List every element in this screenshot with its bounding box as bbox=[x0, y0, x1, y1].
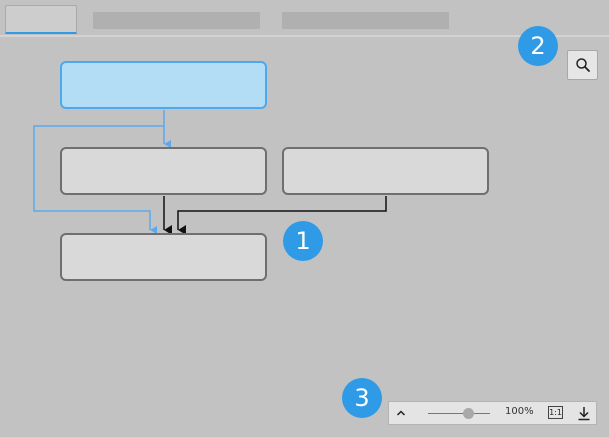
chevron-up-icon bbox=[396, 410, 406, 416]
actual-size-button[interactable]: 1:1 bbox=[548, 406, 563, 419]
edge-middle-right-to-bottom[interactable] bbox=[177, 196, 387, 235]
tab-bar bbox=[0, 0, 609, 37]
download-button[interactable] bbox=[576, 405, 592, 421]
tab-1[interactable] bbox=[5, 5, 77, 34]
download-icon bbox=[578, 406, 590, 420]
diagram-node-top[interactable] bbox=[60, 61, 267, 109]
zoom-toolbar: 100% 1:1 bbox=[388, 401, 597, 425]
zoom-slider-track[interactable] bbox=[428, 413, 490, 414]
zoom-level: 100% bbox=[505, 406, 534, 417]
edge-top-to-bottom[interactable] bbox=[33, 125, 164, 234]
collapse-button[interactable] bbox=[392, 405, 410, 421]
callout-badge-3: 3 bbox=[342, 378, 382, 418]
tab-divider bbox=[0, 35, 609, 37]
zoom-slider-thumb[interactable] bbox=[463, 408, 474, 419]
tab-3[interactable] bbox=[282, 12, 449, 29]
callout-badge-2: 2 bbox=[518, 26, 558, 66]
search-icon bbox=[575, 58, 590, 72]
diagram-node-bottom[interactable] bbox=[60, 233, 267, 281]
diagram-node-middle-right[interactable] bbox=[282, 147, 489, 195]
tab-2[interactable] bbox=[93, 12, 260, 29]
diagram-node-middle-left[interactable] bbox=[60, 147, 267, 195]
callout-badge-1: 1 bbox=[283, 221, 323, 261]
search-button[interactable] bbox=[567, 50, 598, 80]
